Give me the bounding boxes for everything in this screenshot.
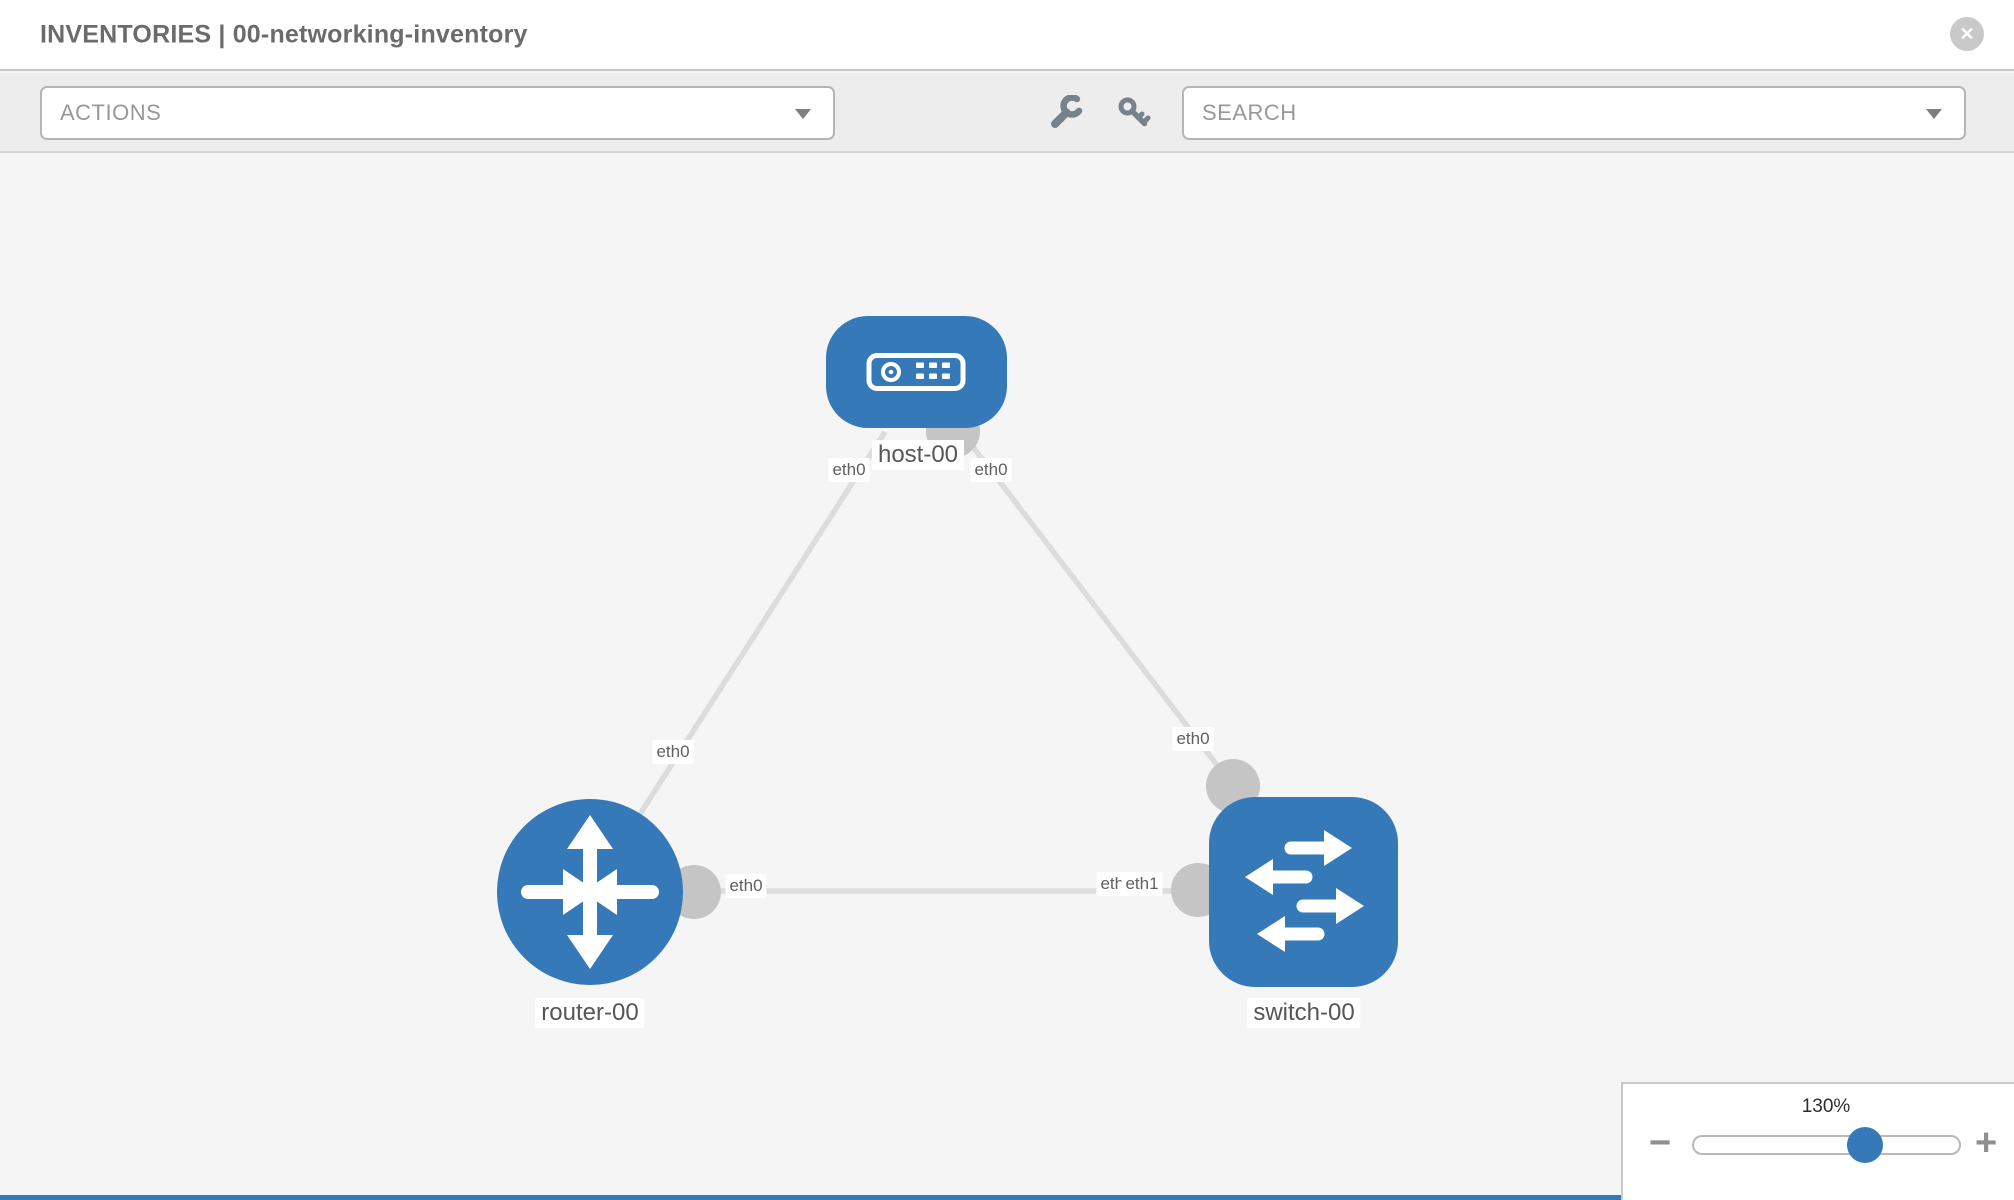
titlebar: INVENTORIES | 00-networking-inventory ✕ [0,0,2014,71]
bottom-edge-strip [0,1195,1621,1200]
page-title: INVENTORIES | 00-networking-inventory [40,20,528,48]
node-switch-00[interactable] [1209,797,1398,987]
chevron-down-icon [795,109,811,119]
chevron-down-icon [1926,109,1942,119]
interface-label: eth1 [1121,872,1163,896]
interface-label: eth0 [1172,727,1214,751]
link-host-switch [957,428,1236,788]
interface-label: eth0 [828,458,870,482]
actions-dropdown-label: ACTIONS [60,100,162,125]
close-icon: ✕ [1959,24,1975,44]
zoom-slider-handle[interactable] [1847,1127,1883,1163]
zoom-slider[interactable] [1692,1127,1961,1163]
zoom-out-button[interactable]: − [1649,1122,1672,1164]
interface-label: eth0 [970,458,1012,482]
node-label-host: host-00 [871,440,965,470]
search-dropdown[interactable]: SEARCH [1182,86,1966,140]
router-arrows-icon [521,815,659,969]
node-host-00[interactable] [826,316,1007,428]
interface-label: eth0 [652,740,694,764]
zoom-in-button[interactable]: + [1975,1122,1998,1164]
key-icon[interactable] [1116,95,1152,131]
zoom-level: 130% [1801,1096,1851,1117]
node-label-switch: switch-00 [1247,998,1361,1028]
close-button[interactable]: ✕ [1950,17,1984,51]
server-icon [866,353,966,391]
wrench-icon[interactable] [1048,95,1084,131]
node-router-00[interactable] [497,799,683,985]
interface-label: eth0 [725,874,767,898]
search-dropdown-label: SEARCH [1202,100,1297,125]
actions-dropdown[interactable]: ACTIONS [40,86,835,140]
switch-arrows-icon [1245,830,1364,952]
toolbar: ACTIONS SEARCH [0,73,2014,153]
zoom-panel: 130% − + [1621,1082,2014,1200]
node-label-router: router-00 [535,998,645,1028]
